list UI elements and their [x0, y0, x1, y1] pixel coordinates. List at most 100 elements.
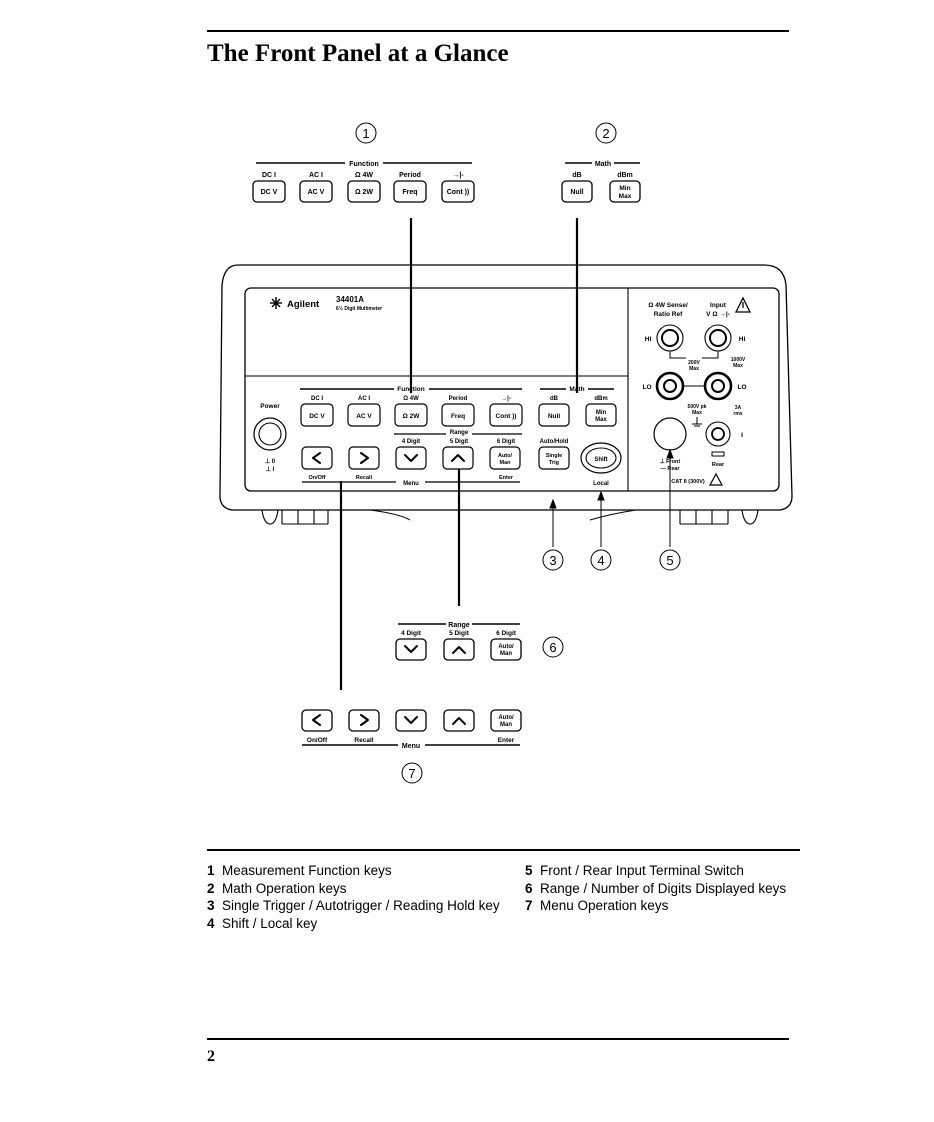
- svg-text:AC I: AC I: [358, 396, 370, 402]
- auto-man-key[interactable]: [490, 638, 522, 661]
- svg-text:Freq: Freq: [451, 413, 465, 420]
- panel-math-keys: Math dB dBm Null Min Max: [538, 386, 617, 427]
- svg-text:rms: rms: [733, 411, 742, 417]
- svg-text:Min: Min: [619, 185, 630, 192]
- svg-text:HI: HI: [645, 336, 652, 343]
- svg-text:Ratio Ref: Ratio Ref: [654, 311, 683, 318]
- callout-2: 2: [595, 122, 617, 144]
- svg-text:Function: Function: [349, 161, 379, 168]
- svg-text:Range: Range: [450, 430, 469, 436]
- svg-text:5 Digit: 5 Digit: [450, 439, 468, 445]
- svg-text:4: 4: [597, 553, 604, 568]
- panel-function-keys: Function DC I AC I Ω 4W Period →|- DC V …: [300, 386, 523, 427]
- callout-6: 6: [542, 636, 564, 658]
- svg-text:Math: Math: [595, 161, 611, 168]
- callout-4: 4: [590, 549, 612, 571]
- svg-text:4 Digit: 4 Digit: [401, 630, 422, 637]
- acv-key[interactable]: [299, 180, 333, 203]
- svg-text:Auto/Hold: Auto/Hold: [540, 439, 569, 445]
- svg-text:Null: Null: [548, 413, 560, 420]
- front-panel-figure: 1 2 3 4 5 6 7 Function DC I AC I Ω 4W Pe…: [219, 122, 793, 784]
- svg-text:Ω 4W Sense/: Ω 4W Sense/: [648, 302, 688, 309]
- range-down-key[interactable]: [395, 638, 427, 661]
- svg-text:Trig: Trig: [549, 460, 559, 466]
- menu-right-key[interactable]: [348, 709, 380, 732]
- svg-text:6 Digit: 6 Digit: [497, 439, 515, 445]
- math-keys-detail: Math dB dBm Null Min Max: [561, 161, 641, 203]
- svg-text:Shift: Shift: [594, 457, 607, 463]
- svg-text:1000V: 1000V: [731, 357, 746, 363]
- minmax-key[interactable]: [609, 180, 641, 203]
- svg-text:Period: Period: [449, 396, 468, 402]
- svg-text:dBm: dBm: [617, 172, 633, 179]
- warning-triangle-icon: [734, 296, 752, 313]
- svg-text:Math: Math: [569, 386, 584, 393]
- svg-text:Auto/: Auto/: [498, 644, 514, 650]
- panel-menu-keys: Auto/ Man Single Trig Shift Local On/Off…: [301, 442, 622, 487]
- svg-text:Ω 4W: Ω 4W: [355, 172, 373, 179]
- menu-left-key[interactable]: [301, 709, 333, 732]
- chevron-down-icon: [404, 645, 418, 653]
- svg-text:AC I: AC I: [309, 172, 323, 179]
- svg-text:6 Digit: 6 Digit: [496, 630, 517, 637]
- svg-text:Cont )): Cont )): [447, 189, 470, 196]
- front-panel-frame: [244, 287, 780, 492]
- svg-text:1: 1: [362, 126, 369, 141]
- svg-text:→|-: →|-: [501, 396, 511, 402]
- svg-text:On/Off: On/Off: [307, 737, 328, 744]
- callout-3: 3: [542, 549, 564, 571]
- svg-text:DC V: DC V: [309, 413, 325, 420]
- svg-text:DC I: DC I: [311, 396, 323, 402]
- agilent-spark-icon: [270, 297, 282, 309]
- cont-key[interactable]: [441, 180, 475, 203]
- svg-text:Max: Max: [733, 363, 743, 369]
- svg-text:On/Off: On/Off: [308, 475, 325, 481]
- svg-text:3A: 3A: [735, 405, 742, 411]
- svg-text:500V pk: 500V pk: [688, 404, 707, 410]
- menu-enter-key[interactable]: [490, 709, 522, 732]
- svg-text:Man: Man: [500, 651, 512, 657]
- svg-text:Ω 2W: Ω 2W: [403, 413, 421, 420]
- menu-keys-detail: Auto/ Man On/Off Recall Enter Menu: [301, 709, 522, 750]
- svg-text:Recall: Recall: [356, 475, 373, 481]
- null-key[interactable]: [561, 180, 593, 203]
- svg-text:Agilent: Agilent: [287, 299, 320, 310]
- svg-text:Enter: Enter: [498, 737, 515, 744]
- svg-text:Range: Range: [448, 622, 470, 629]
- svg-text:6½ Digit Multimeter: 6½ Digit Multimeter: [336, 305, 382, 312]
- svg-text:5: 5: [666, 553, 673, 568]
- svg-text:Max: Max: [692, 410, 702, 416]
- pointer-arrows: [549, 448, 674, 547]
- callout-7: 7: [401, 762, 423, 784]
- svg-text:Auto/: Auto/: [498, 453, 513, 459]
- freq-key[interactable]: [393, 180, 427, 203]
- svg-text:3: 3: [549, 553, 556, 568]
- svg-text:Rear: Rear: [712, 462, 725, 468]
- svg-text:HI: HI: [739, 336, 746, 343]
- chevron-right-icon: [360, 714, 369, 726]
- menu-up-key[interactable]: [443, 709, 475, 732]
- svg-text:dBm: dBm: [594, 396, 607, 402]
- svg-text:DC V: DC V: [261, 189, 278, 196]
- svg-text:Ω 4W: Ω 4W: [403, 396, 419, 402]
- ohm2w-key[interactable]: [347, 180, 381, 203]
- range-up-key[interactable]: [443, 638, 475, 661]
- svg-text:→|-: →|-: [452, 172, 464, 179]
- svg-text:Menu: Menu: [403, 481, 419, 487]
- menu-down-key[interactable]: [395, 709, 427, 732]
- svg-text:I: I: [741, 432, 743, 439]
- dcv-key[interactable]: [252, 180, 286, 203]
- svg-text:2: 2: [602, 126, 609, 141]
- input-terminals: Ω 4W Sense/ Ratio Ref Input V Ω →|- HI H…: [642, 296, 752, 486]
- svg-text:Max: Max: [689, 366, 699, 372]
- svg-text:Input: Input: [710, 302, 727, 309]
- svg-text:Max: Max: [595, 417, 607, 423]
- power-switch: Power ⊥ 0 ⊥ I: [253, 403, 287, 473]
